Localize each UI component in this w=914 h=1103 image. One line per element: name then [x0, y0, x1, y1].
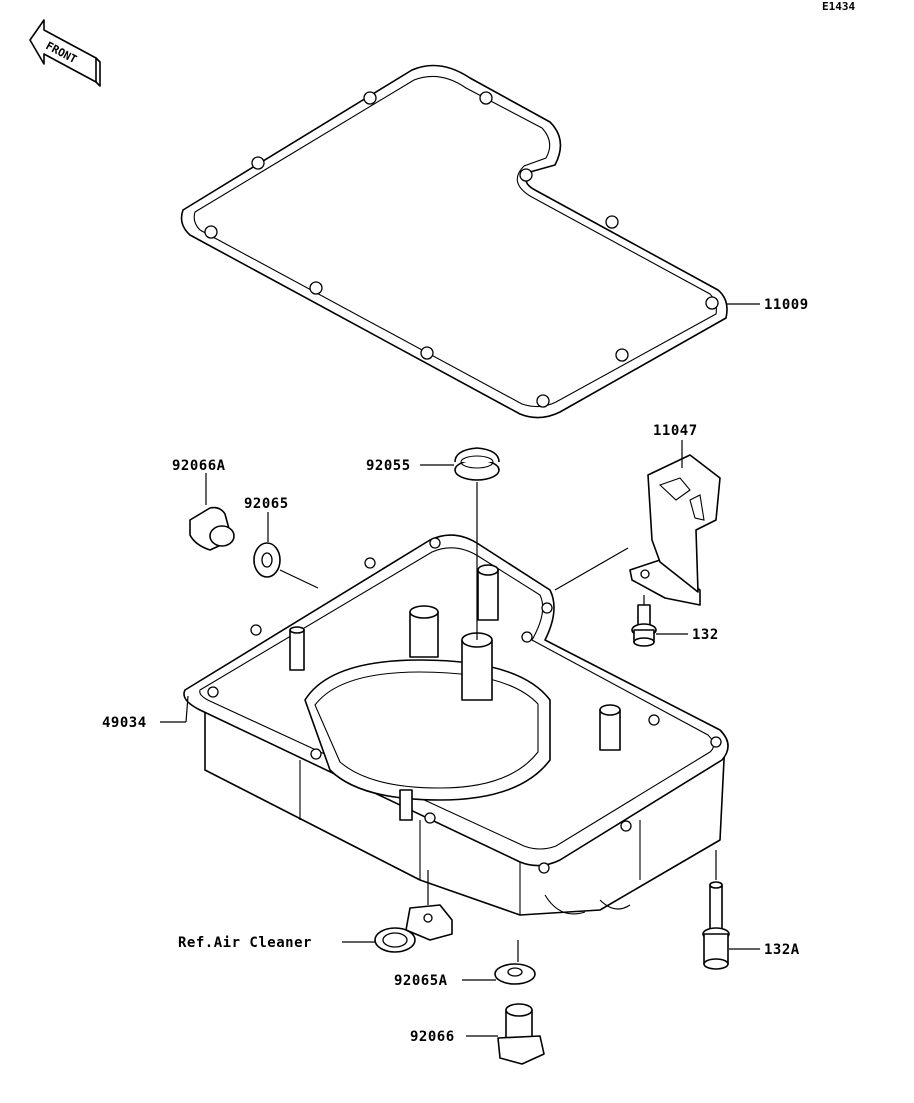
label-92065: 92065: [244, 496, 289, 512]
oil-pan-gasket: [180, 64, 728, 419]
bracket-11047: [629, 454, 721, 606]
front-arrow-icon: FRONT: [29, 19, 101, 87]
label-ref-air-cleaner: Ref.Air Cleaner: [178, 935, 312, 951]
leader-lines: [160, 303, 760, 1037]
plug-92066A: [189, 506, 235, 551]
drain-plug-92066: [497, 1003, 545, 1065]
label-49034: 49034: [102, 715, 147, 731]
diagram-code: E1434: [822, 0, 855, 13]
washer-92065: [253, 542, 281, 578]
label-11009: 11009: [764, 297, 809, 313]
label-92066A: 92066A: [172, 458, 226, 474]
label-132A: 132A: [764, 942, 800, 958]
bolt-132A: [702, 881, 730, 970]
oil-pan: [183, 534, 729, 916]
air-cleaner-clip: [374, 904, 453, 953]
bolt-132: [631, 604, 657, 647]
o-ring-92055: [454, 447, 500, 481]
label-92066: 92066: [410, 1029, 455, 1045]
washer-92065A: [494, 963, 536, 985]
label-132: 132: [692, 627, 719, 643]
label-92065A: 92065A: [394, 973, 448, 989]
label-92055: 92055: [366, 458, 411, 474]
label-11047: 11047: [653, 423, 698, 439]
part-labels: 11009 11047 92066A 92065 92055 132 49034…: [102, 297, 809, 1045]
